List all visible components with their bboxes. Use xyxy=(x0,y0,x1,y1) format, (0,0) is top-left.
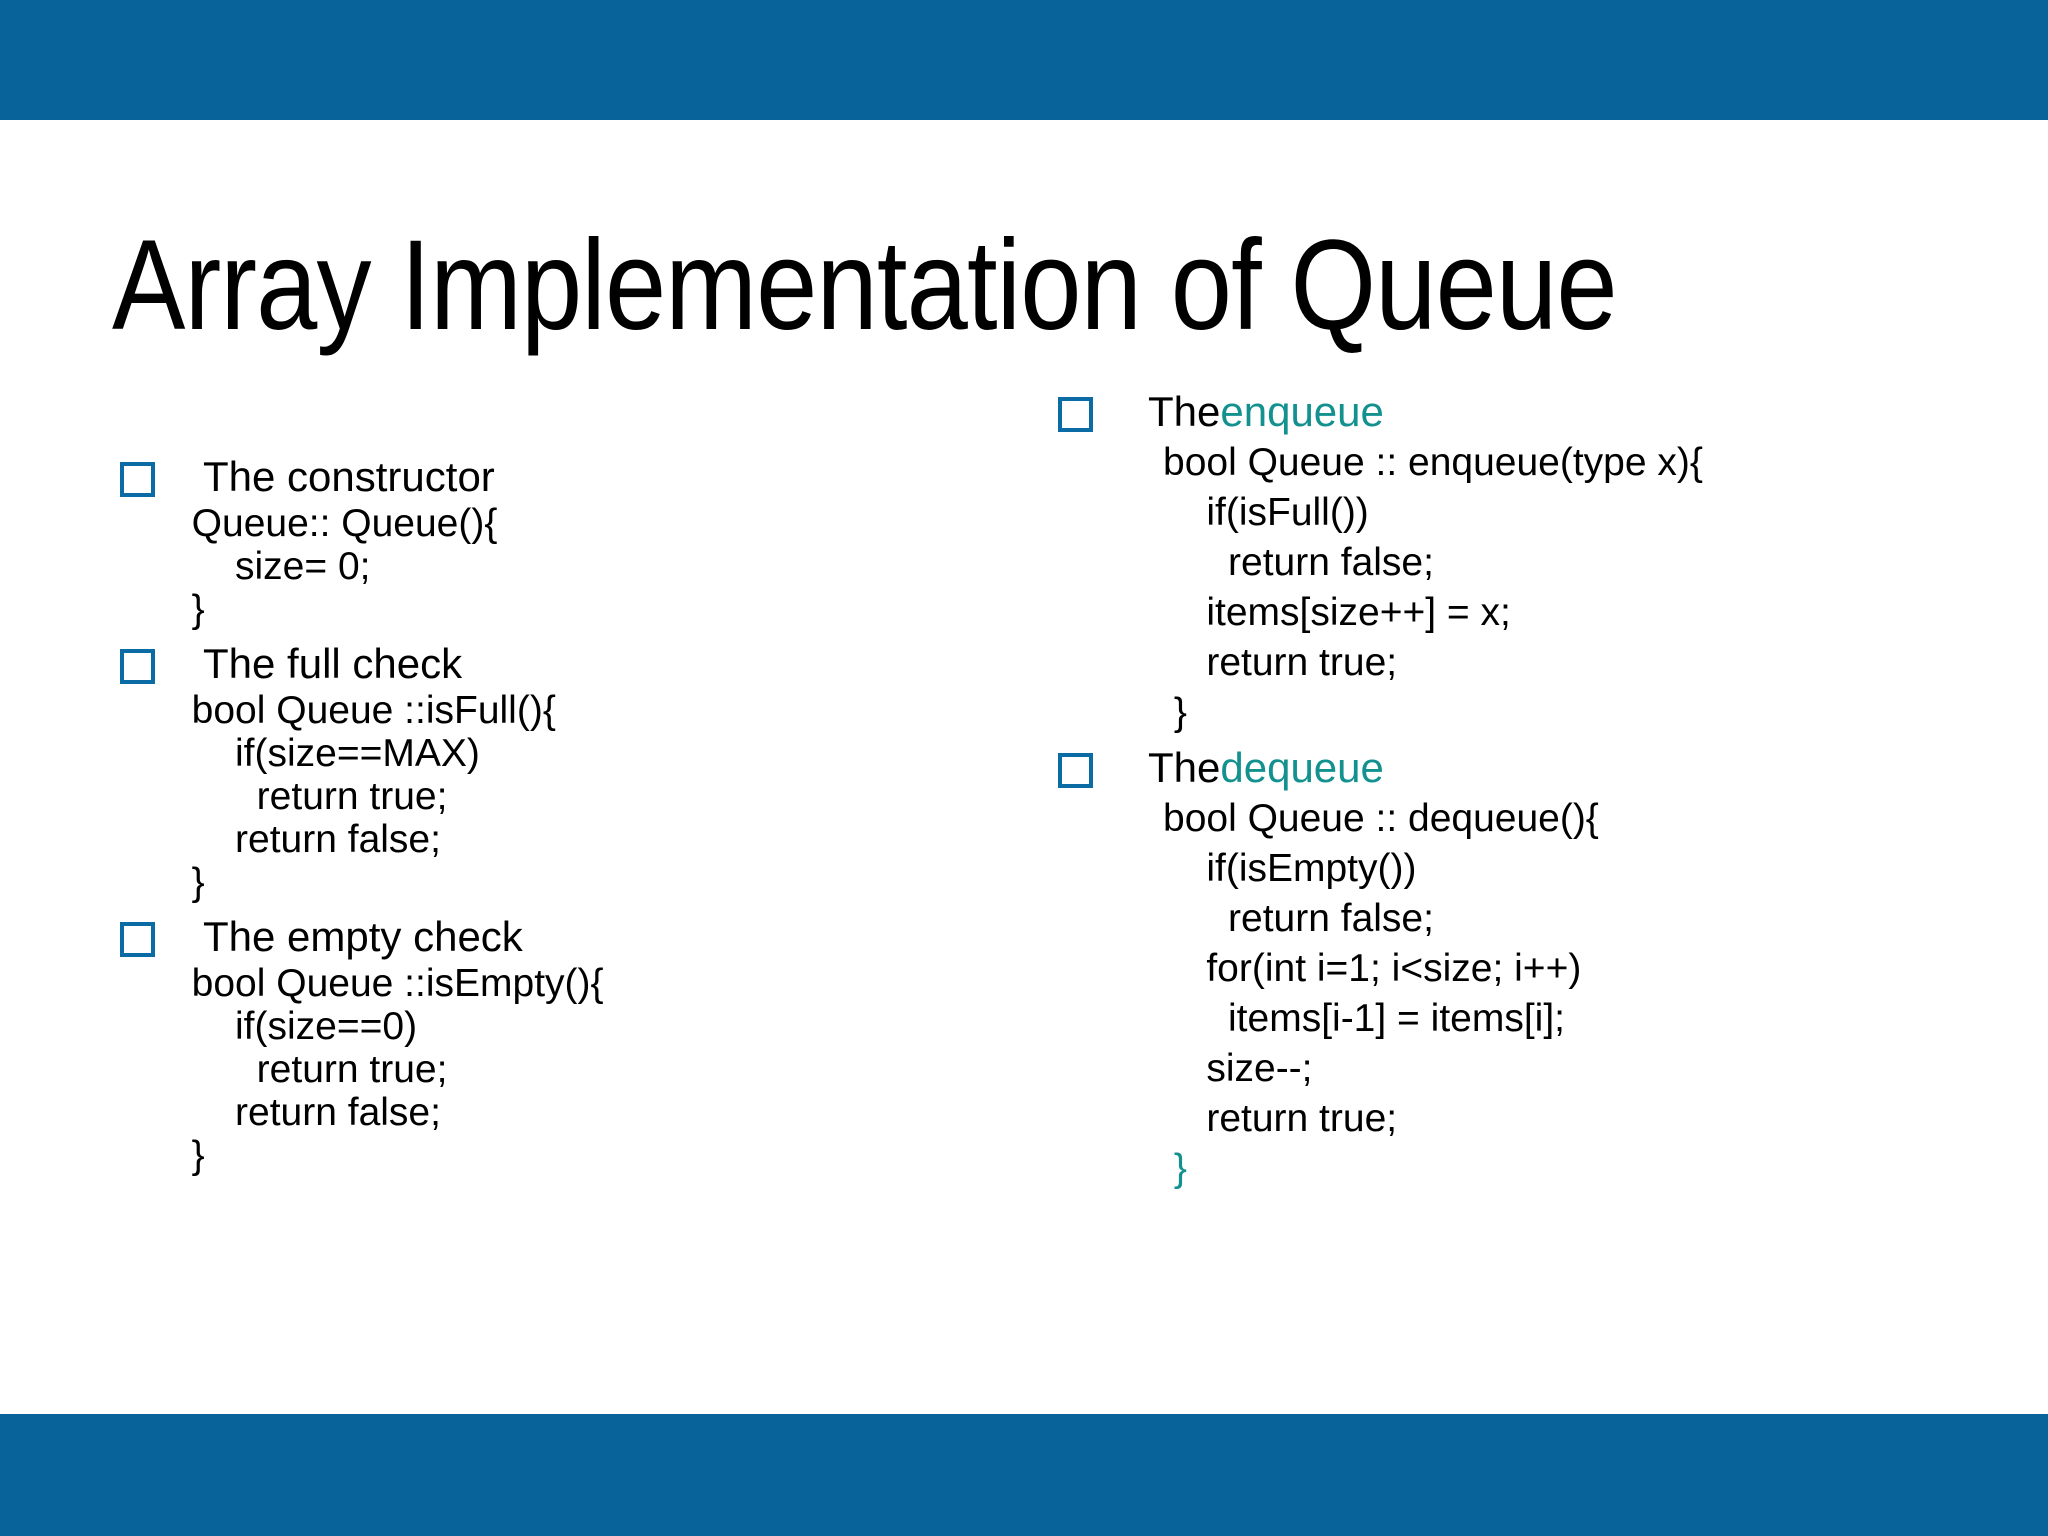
section-heading: The full check xyxy=(120,639,880,689)
section-heading-keyword: enqueue xyxy=(1220,388,1384,435)
section-heading: The enqueue xyxy=(1058,386,1998,438)
code-line: items[size++] = x; xyxy=(1163,591,1511,634)
square-bullet-icon xyxy=(120,462,155,497)
code-line: return true; xyxy=(1163,1097,1398,1140)
code-line: if(size==MAX) xyxy=(170,732,480,775)
code-line: size--; xyxy=(1163,1047,1313,1090)
top-accent-bar xyxy=(0,0,2048,120)
code-line: return true; xyxy=(1163,641,1398,684)
section-heading: The empty check xyxy=(120,912,880,962)
code-line: return true; xyxy=(170,775,448,818)
section-full-check: The full check bool Queue ::isFull(){ if… xyxy=(120,639,880,904)
section-heading-label: The full check xyxy=(203,640,463,687)
code-line: if(isEmpty()) xyxy=(1163,847,1417,890)
bottom-accent-bar xyxy=(0,1414,2048,1536)
section-enqueue: The enqueue bool Queue :: enqueue(type x… xyxy=(1058,386,1998,738)
section-constructor: The constructor Queue:: Queue(){ size= 0… xyxy=(120,452,880,631)
right-content-column: The enqueue bool Queue :: enqueue(type x… xyxy=(1058,386,1998,1194)
section-dequeue: The dequeue bool Queue :: dequeue(){ if(… xyxy=(1058,742,1998,1194)
code-line: return true; xyxy=(170,1048,448,1091)
code-line: return false; xyxy=(1163,541,1434,584)
page-title: Array Implementation of Queue xyxy=(112,214,1618,357)
code-line-closing-brace: } xyxy=(1163,1147,1187,1190)
code-line: return false; xyxy=(170,818,441,861)
code-line: bool Queue :: enqueue(type x){ xyxy=(1163,441,1703,484)
section-spacer xyxy=(120,631,880,639)
code-line: bool Queue :: dequeue(){ xyxy=(1163,797,1599,840)
code-line: bool Queue ::isFull(){ xyxy=(170,689,556,732)
square-bullet-icon xyxy=(1058,753,1093,788)
code-line: return false; xyxy=(170,1091,441,1134)
section-heading-label: The constructor xyxy=(203,453,495,500)
section-heading-label: The xyxy=(1148,744,1221,791)
section-heading: The dequeue xyxy=(1058,742,1998,794)
square-bullet-icon xyxy=(120,922,155,957)
code-line: } xyxy=(170,588,205,631)
code-line: } xyxy=(170,861,205,904)
left-content-column: The constructor Queue:: Queue(){ size= 0… xyxy=(120,452,880,1177)
square-bullet-icon xyxy=(120,649,155,684)
square-bullet-icon xyxy=(1058,397,1093,432)
code-line: items[i-1] = items[i]; xyxy=(1163,997,1565,1040)
code-line: } xyxy=(170,1134,205,1177)
code-line: if(size==0) xyxy=(170,1005,418,1048)
section-heading-label: The xyxy=(1148,388,1221,435)
code-line: if(isFull()) xyxy=(1163,491,1369,534)
section-heading-label: The empty check xyxy=(203,913,523,960)
section-empty-check: The empty check bool Queue ::isEmpty(){ … xyxy=(120,912,880,1177)
section-spacer xyxy=(120,904,880,912)
code-line: for(int i=1; i<size; i++) xyxy=(1163,947,1582,990)
code-line: Queue:: Queue(){ xyxy=(170,502,498,545)
code-line: return false; xyxy=(1163,897,1434,940)
section-heading: The constructor xyxy=(120,452,880,502)
code-line: bool Queue ::isEmpty(){ xyxy=(170,962,604,1005)
code-line: } xyxy=(1163,691,1187,734)
section-heading-keyword: dequeue xyxy=(1220,744,1384,791)
code-line: size= 0; xyxy=(170,545,371,588)
